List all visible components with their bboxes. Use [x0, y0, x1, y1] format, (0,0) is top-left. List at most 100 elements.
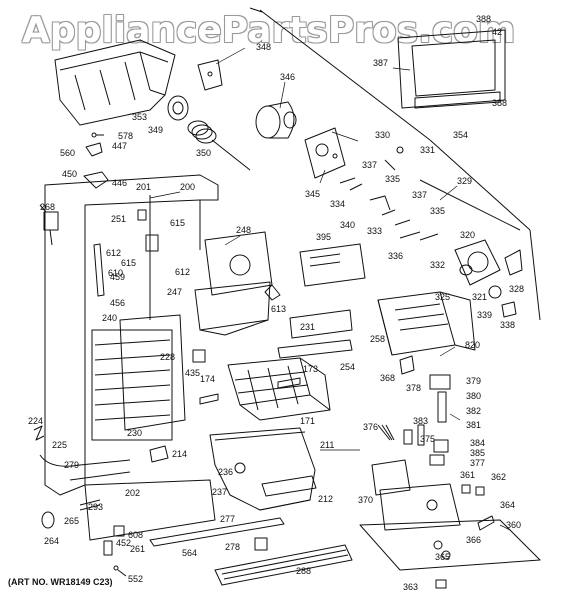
- part-label-360: 360: [506, 520, 521, 530]
- part-label-363: 363: [403, 582, 418, 592]
- part-560: [85, 142, 103, 157]
- plate-360: [359, 483, 541, 571]
- part-383: [417, 424, 425, 446]
- part-label-459: 459: [110, 272, 125, 282]
- part-label-251: 251: [111, 214, 126, 224]
- part-label-330: 330: [375, 130, 390, 140]
- part-label-612: 612: [106, 248, 121, 258]
- part-label-388: 388: [476, 14, 491, 24]
- part-label-173: 173: [303, 364, 318, 374]
- screw-552: [113, 565, 127, 577]
- part-label-211: 211: [320, 440, 334, 450]
- bracket-348: [197, 59, 223, 91]
- part-label-328: 328: [509, 284, 524, 294]
- part-label-334: 334: [330, 199, 345, 209]
- part-label-278: 278: [225, 542, 240, 552]
- part-label-353: 353: [132, 112, 147, 122]
- part-label-375: 375: [420, 434, 435, 444]
- part-label-332: 332: [430, 260, 445, 270]
- part-label-236: 236: [218, 467, 233, 477]
- part-label-337: 337: [412, 190, 427, 200]
- part-label-361: 361: [460, 470, 475, 480]
- part-label-615: 615: [121, 258, 136, 268]
- part-label-387: 387: [373, 58, 388, 68]
- part-label-366: 366: [466, 535, 481, 545]
- part-label-331: 331: [420, 145, 435, 155]
- rail-279: [69, 471, 131, 481]
- part-339: [488, 285, 502, 299]
- part-label-379: 379: [466, 376, 481, 386]
- part-label-560: 560: [60, 148, 75, 158]
- screw-578: [91, 132, 104, 138]
- part-label-265: 265: [64, 516, 79, 526]
- part-label-552: 552: [128, 574, 143, 584]
- part-label-171: 171: [300, 416, 315, 426]
- part-368: [399, 355, 415, 375]
- part-label-293: 293: [88, 502, 103, 512]
- part-361-362: [461, 484, 485, 496]
- door-frame-387: [397, 29, 506, 109]
- case-outline: [249, 7, 541, 321]
- part-label-376: 376: [363, 422, 378, 432]
- pan-211: [209, 427, 317, 511]
- part-173: [277, 377, 301, 389]
- auger-350: [187, 120, 251, 171]
- bracket-345: [304, 127, 346, 179]
- part-label-202: 202: [125, 488, 140, 498]
- part-label-447: 447: [112, 141, 127, 151]
- part-label-383: 383: [413, 416, 428, 426]
- part-label-380: 380: [466, 391, 481, 401]
- fan-613: [264, 284, 281, 301]
- part-264: [41, 511, 55, 529]
- part-label-224: 224: [28, 416, 43, 426]
- part-label-325: 325: [435, 292, 450, 302]
- part-236: [234, 462, 246, 474]
- spring-224: [33, 425, 45, 441]
- part-364: [477, 515, 495, 531]
- part-label-225: 225: [52, 440, 67, 450]
- part-label-446: 446: [112, 178, 127, 188]
- part-label-288: 288: [296, 566, 311, 576]
- part-label-258: 258: [370, 334, 385, 344]
- part-label-608: 608: [128, 530, 143, 540]
- part-label-201: 201: [136, 182, 151, 192]
- evaporator-228: [91, 329, 173, 441]
- part-label-370: 370: [358, 495, 373, 505]
- part-label-612: 612: [175, 267, 190, 277]
- part-label-340: 340: [340, 220, 355, 230]
- grille-288: [214, 544, 353, 586]
- cover-456: [119, 314, 186, 431]
- part-label-329: 329: [457, 176, 472, 186]
- wires-376: [377, 424, 395, 441]
- part-label-365: 365: [435, 552, 450, 562]
- part-label-456: 456: [110, 298, 125, 308]
- part-375: [403, 429, 413, 445]
- part-label-338: 338: [500, 320, 515, 330]
- shroud-248: [194, 231, 273, 336]
- part-label-348: 348: [256, 42, 271, 52]
- part-450-446: [83, 171, 109, 189]
- part-251: [137, 209, 147, 221]
- motor-349: [167, 95, 189, 121]
- part-label-321: 321: [472, 292, 487, 302]
- part-label-212: 212: [318, 494, 333, 504]
- part-label-277: 277: [220, 514, 235, 524]
- valve-378: [429, 374, 451, 466]
- part-label-384: 384: [470, 438, 485, 448]
- part-label-615: 615: [170, 218, 185, 228]
- part-label-382: 382: [466, 406, 481, 416]
- part-label-452: 452: [116, 538, 131, 548]
- part-label-339: 339: [477, 310, 492, 320]
- part-label-230: 230: [127, 428, 142, 438]
- cover-395: [299, 243, 366, 287]
- part-label-364: 364: [500, 500, 515, 510]
- part-293: [79, 499, 101, 511]
- basket-171: [227, 357, 331, 421]
- part-label-820: 820: [465, 340, 480, 350]
- part-338: [501, 301, 517, 318]
- part-label-362: 362: [491, 472, 506, 482]
- part-435: [192, 349, 206, 363]
- part-label-349: 349: [148, 125, 163, 135]
- part-label-335: 335: [430, 206, 445, 216]
